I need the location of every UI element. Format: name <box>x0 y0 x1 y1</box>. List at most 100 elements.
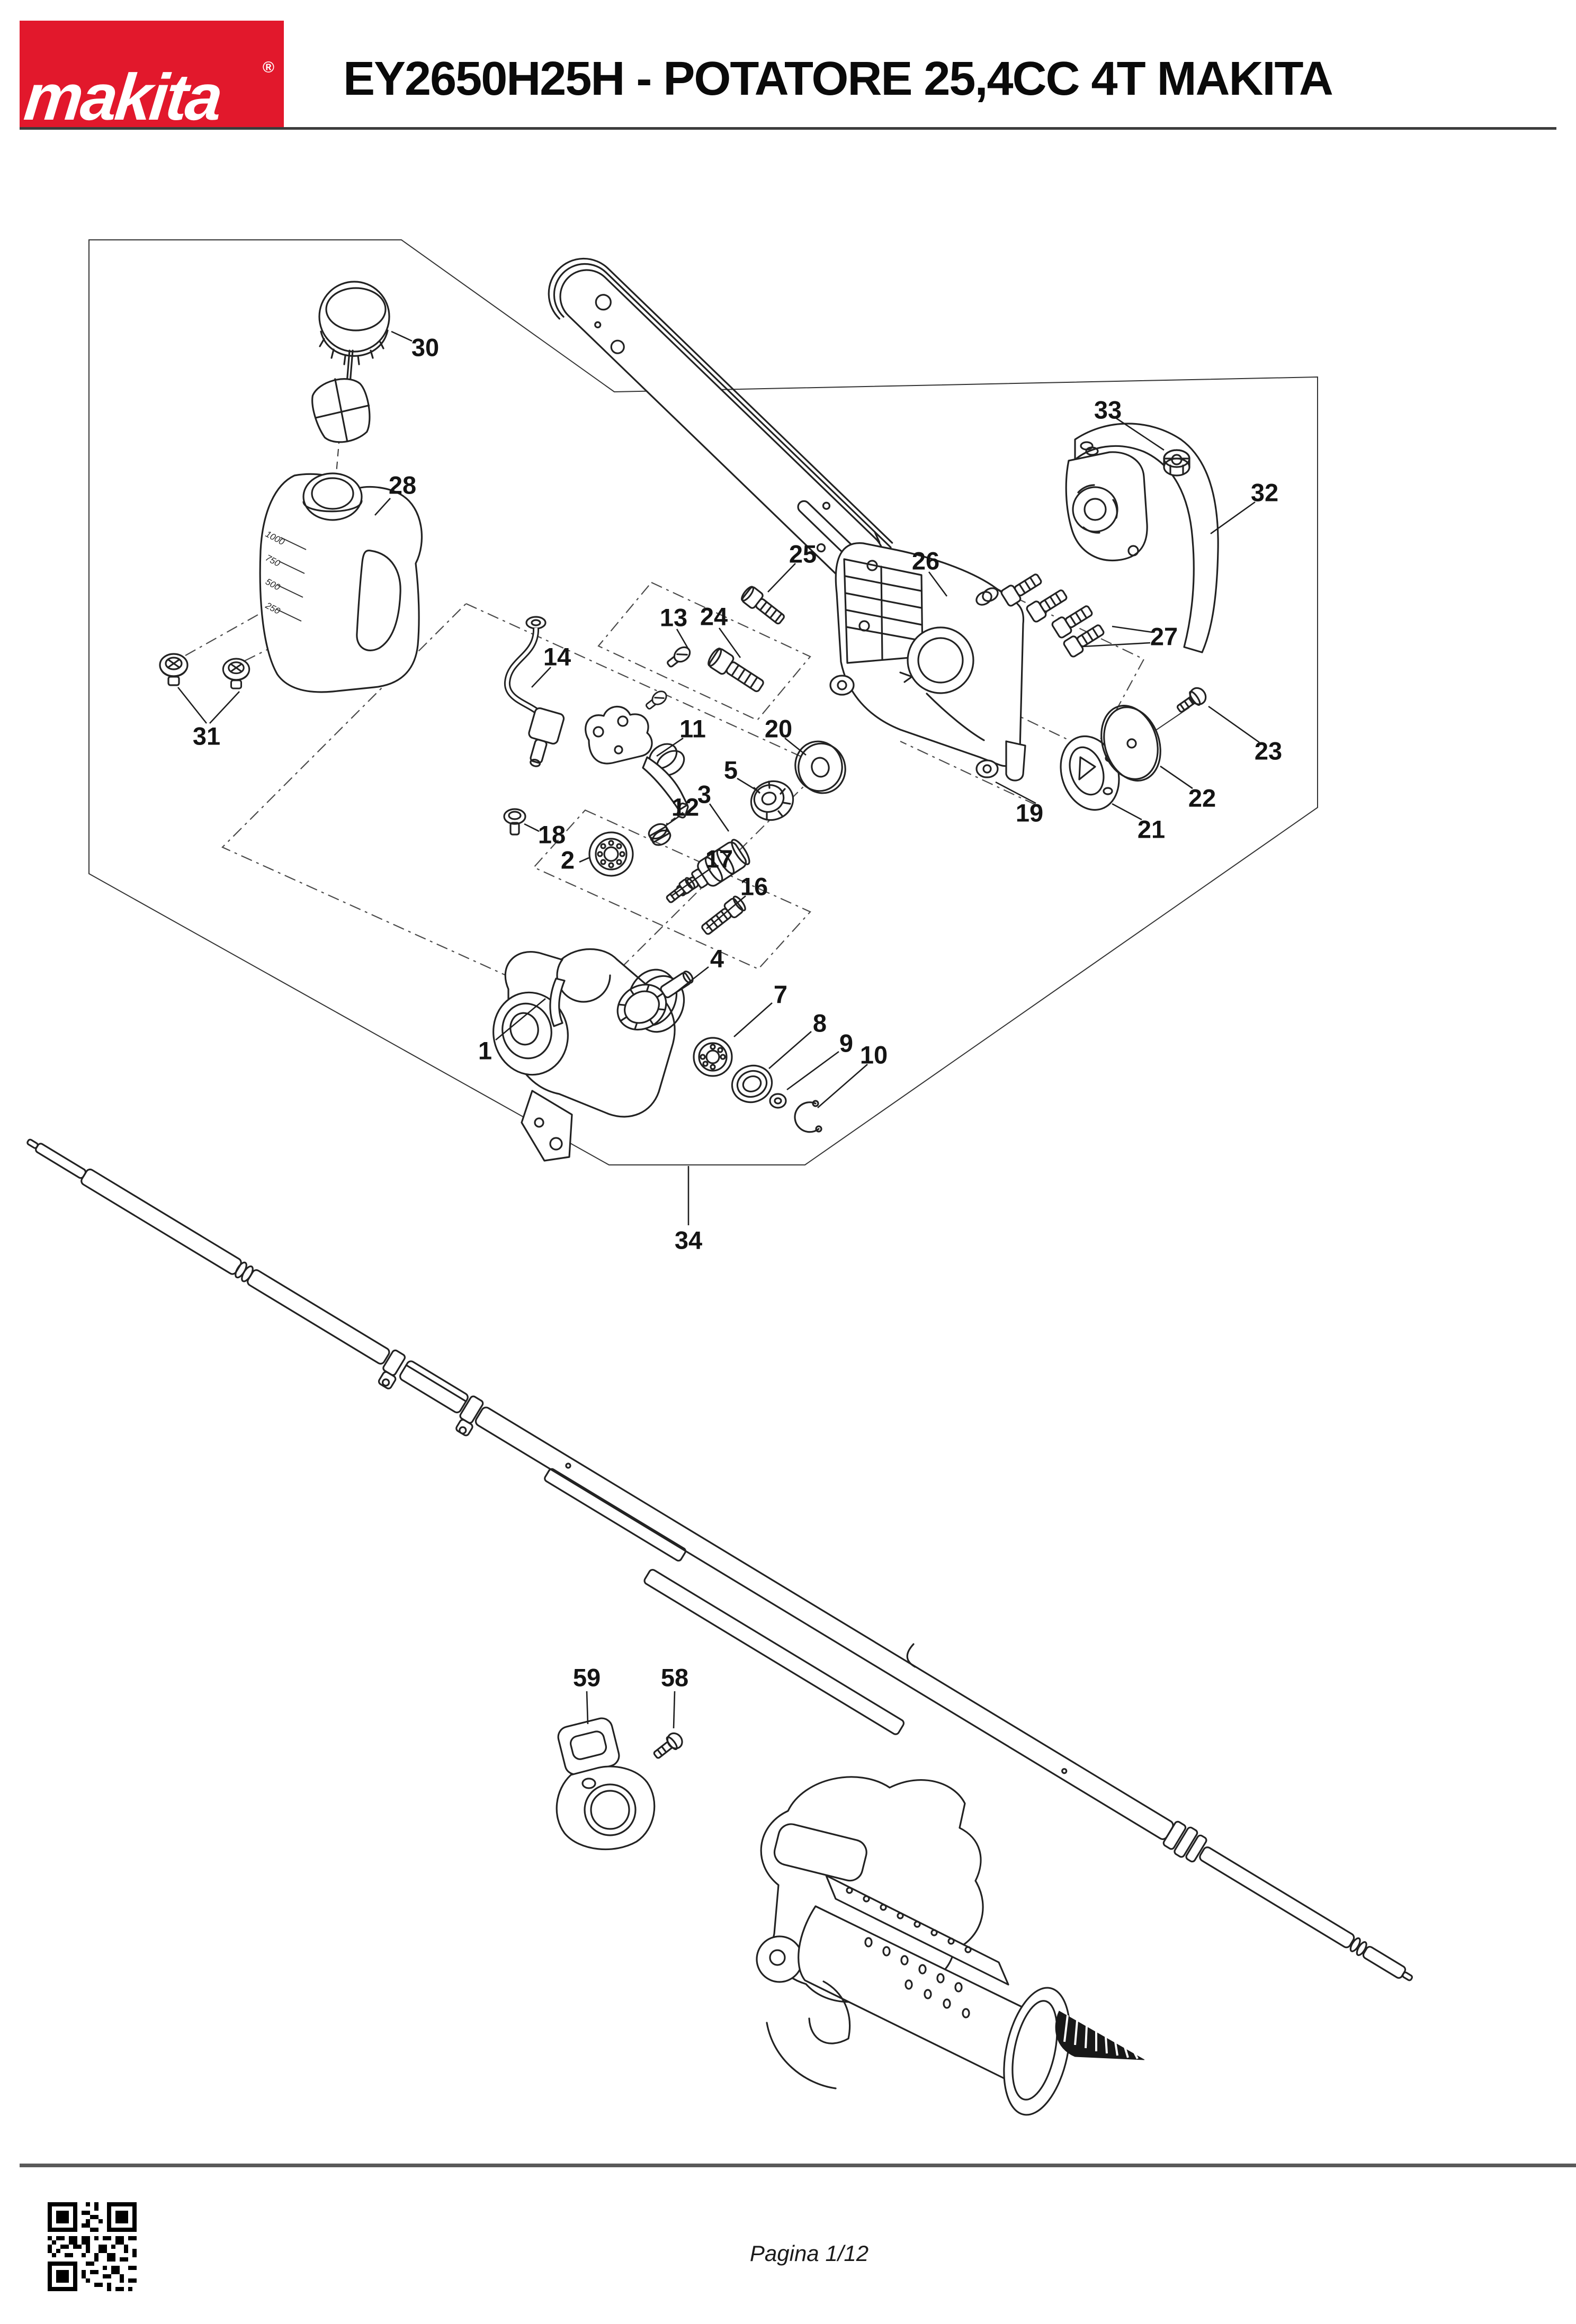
bar-nut <box>1163 449 1190 477</box>
oil-drive-group <box>676 740 846 896</box>
leader-line-31 <box>209 691 240 724</box>
sprocket-guard-plate <box>829 542 1026 782</box>
part-callout-23: 23 <box>1208 705 1282 765</box>
leader-line-5 <box>737 777 757 791</box>
part-number-58: 58 <box>661 1664 688 1692</box>
part-callout-9: 9 <box>786 1029 853 1091</box>
leader-line-17 <box>671 867 711 897</box>
leader-line-1 <box>495 998 546 1041</box>
part-callout-20: 20 <box>765 715 807 756</box>
leader-line-10 <box>817 1064 868 1108</box>
leader-line-25 <box>767 563 796 593</box>
mount-screws <box>645 586 785 710</box>
leader-line-8 <box>768 1031 812 1069</box>
small-parts-left <box>503 808 634 877</box>
leader-line-59 <box>586 1691 589 1725</box>
page-number: Pagina 1/12 <box>749 2241 869 2266</box>
footer-divider <box>20 2164 1576 2167</box>
leader-line-20 <box>784 737 807 756</box>
leader-line-26 <box>928 571 948 597</box>
part-callout-31: 31 <box>177 687 240 750</box>
part-callout-26: 26 <box>912 547 948 597</box>
leader-line-27 <box>1112 625 1153 633</box>
part-number-22: 22 <box>1188 784 1216 812</box>
part-number-2: 2 <box>561 846 575 874</box>
leader-line-24 <box>718 627 741 658</box>
page-title: EY2650H25H - POTATORE 25,4CC 4T MAKITA <box>343 52 1333 105</box>
makita-logo: makita ® <box>20 21 284 134</box>
part-number-7: 7 <box>774 981 787 1009</box>
part-number-1: 1 <box>478 1037 492 1065</box>
part-callout-30: 30 <box>391 330 439 362</box>
leader-line-58 <box>673 1691 676 1729</box>
leader-line-33 <box>1116 417 1165 451</box>
shaft-clamp <box>556 1717 683 1851</box>
oil-cap <box>311 281 390 443</box>
part-number-34: 34 <box>675 1226 702 1254</box>
leader-line-27 <box>1082 642 1151 648</box>
part-number-17: 17 <box>705 845 733 873</box>
part-number-33: 33 <box>1094 396 1122 424</box>
tank-screws <box>159 653 250 689</box>
part-number-4: 4 <box>710 945 724 973</box>
leader-line-21 <box>1112 803 1142 821</box>
leader-line-30 <box>391 330 413 342</box>
oil-pipe <box>504 616 565 767</box>
diagram-outline <box>88 239 1318 1165</box>
leader-line-14 <box>531 667 551 688</box>
part-callout-22: 22 <box>1160 765 1216 812</box>
part-callout-5: 5 <box>724 756 757 791</box>
part-callout-7: 7 <box>733 981 787 1037</box>
cover-bolts <box>975 573 1105 658</box>
part-callout-2: 2 <box>561 846 589 874</box>
leader-line-32 <box>1210 501 1256 535</box>
clutch-group <box>1060 687 1207 811</box>
part-number-25: 25 <box>789 540 817 568</box>
part-number-21: 21 <box>1138 815 1165 844</box>
leader-line-7 <box>733 1002 773 1037</box>
leader-line-19 <box>995 781 1036 804</box>
leader-line-4 <box>674 966 709 994</box>
leader-line-22 <box>1160 765 1193 789</box>
header-divider <box>20 127 1556 130</box>
part-callout-25: 25 <box>767 540 817 593</box>
part-number-27: 27 <box>1150 623 1178 651</box>
part-number-18: 18 <box>538 821 566 849</box>
leader-line-11 <box>656 737 684 757</box>
part-number-24: 24 <box>700 603 728 631</box>
part-number-12: 12 <box>671 793 699 821</box>
part-number-26: 26 <box>912 547 939 575</box>
part-callout-18: 18 <box>524 821 566 849</box>
leader-line-16 <box>706 895 746 929</box>
part-number-20: 20 <box>765 715 792 743</box>
leader-line-2 <box>579 857 589 863</box>
part-callout-8: 8 <box>768 1009 827 1069</box>
part-callout-13: 13 <box>660 604 690 650</box>
part-callout-16: 16 <box>706 873 768 929</box>
part-number-10: 10 <box>860 1041 888 1069</box>
part-callout-4: 4 <box>674 945 724 994</box>
part-callout-34: 34 <box>675 1166 702 1254</box>
part-number-14: 14 <box>543 643 571 671</box>
part-number-9: 9 <box>839 1029 853 1057</box>
part-number-23: 23 <box>1255 737 1282 765</box>
part-callout-33: 33 <box>1094 396 1165 451</box>
part-callout-11: 11 <box>656 715 706 757</box>
part-callout-27: 27 <box>1082 623 1178 651</box>
leader-line-18 <box>524 823 540 832</box>
part-number-3: 3 <box>697 780 711 809</box>
part-callout-14: 14 <box>531 643 571 688</box>
qr-code <box>48 2202 139 2295</box>
part-number-28: 28 <box>389 471 416 499</box>
part-callout-17: 17 <box>671 845 733 897</box>
drive-shaft <box>26 1138 1413 1981</box>
part-number-30: 30 <box>411 334 439 362</box>
part-number-32: 32 <box>1251 479 1278 507</box>
leader-line-28 <box>374 498 391 516</box>
part-number-8: 8 <box>813 1009 827 1037</box>
part-callout-59: 59 <box>573 1664 601 1725</box>
part-number-5: 5 <box>724 756 738 784</box>
